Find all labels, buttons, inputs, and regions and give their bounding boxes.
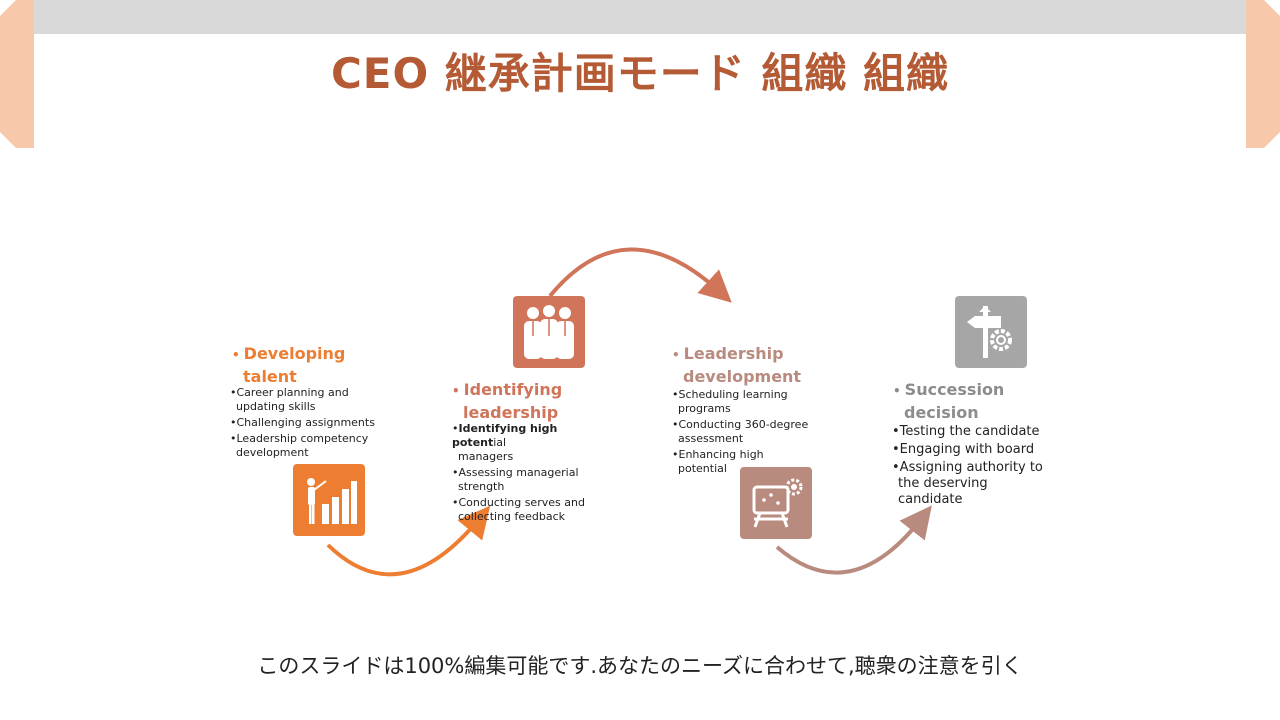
list-item: Engaging with board (892, 442, 1062, 458)
footer-text[interactable]: このスライドは100%編集可能です.あなたのニーズに合わせて,聴衆の注意を引く (257, 654, 1023, 678)
decision-signpost-gear-icon (955, 296, 1027, 368)
arrow-2 (548, 247, 732, 303)
list-item: Challenging assignments (230, 416, 380, 430)
stage-4-title: •Succession decision (893, 380, 1005, 422)
stage-4-bullets: Testing the candidate Engaging with boar… (892, 424, 1062, 510)
stage-2-title: •Identifying leadership (452, 380, 563, 422)
slide-title[interactable]: CEO 継承計画モード 組織 組織 (330, 49, 950, 98)
right-corner-decoration (1246, 0, 1280, 148)
training-board-gear-icon (740, 467, 812, 539)
list-item: Testing the candidate (892, 424, 1062, 440)
left-corner-decoration (0, 0, 34, 148)
stage-1-title: •Developing talent (232, 344, 346, 386)
stage-3-title: •Leadership development (672, 344, 802, 386)
team-people-icon (513, 296, 585, 368)
presentation-bar-chart-icon (293, 464, 365, 536)
top-banner (0, 0, 1280, 34)
